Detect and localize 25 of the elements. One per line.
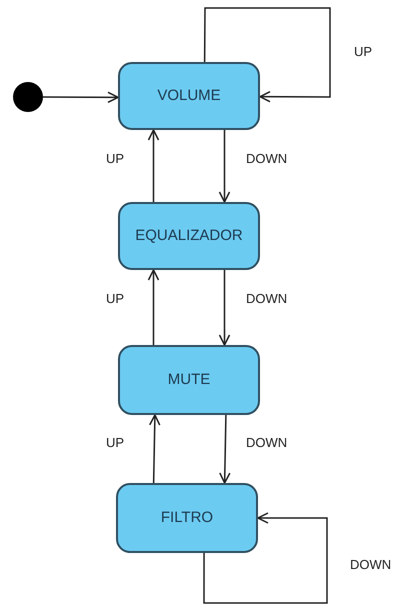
state-name: EQUALIZADOR <box>135 226 243 246</box>
state-box <box>116 483 258 553</box>
edge-label: UP <box>354 45 372 58</box>
transition-arrow <box>219 414 231 484</box>
state-box <box>118 202 260 270</box>
transition-arrow <box>148 129 160 202</box>
state-name: VOLUME <box>157 86 221 106</box>
transition-arrow <box>204 7 331 102</box>
transition-arrow <box>218 130 230 203</box>
edge-label: DOWN <box>246 152 288 165</box>
state-box <box>118 345 260 415</box>
state-box <box>118 62 260 130</box>
transition-arrow <box>148 269 160 345</box>
transition-arrow <box>43 92 119 104</box>
transition-arrow <box>148 414 160 484</box>
state-name: MUTE <box>168 370 210 390</box>
edge-label: DOWN <box>350 558 392 571</box>
edge-label: UP <box>106 152 124 165</box>
edge-label: DOWN <box>246 436 288 449</box>
edge-label: DOWN <box>246 292 288 305</box>
state-name: FILTRO <box>160 508 214 528</box>
edge-label: UP <box>106 436 124 449</box>
edge-label: UP <box>106 292 124 305</box>
transition-arrow <box>218 270 230 346</box>
transition-arrow <box>203 512 328 604</box>
